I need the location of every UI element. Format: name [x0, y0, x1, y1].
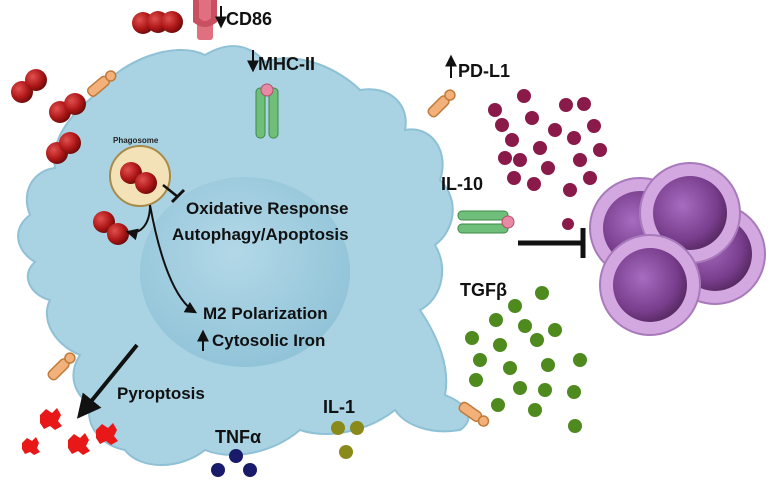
autophagy-label: Autophagy/Apoptosis	[172, 225, 349, 244]
receptor-group	[47, 70, 490, 427]
escape-arrow	[125, 204, 151, 241]
il1-label: IL-1	[323, 397, 355, 417]
pyroptosis-arrow	[76, 343, 139, 419]
iron-label: Cytosolic Iron	[212, 331, 325, 350]
pyroptosis-label: Pyroptosis	[117, 384, 205, 403]
m2-label: M2 Polarization	[203, 304, 328, 323]
phagosome-label: Phagosome	[113, 136, 159, 145]
tgfb-label: TGFβ	[460, 280, 507, 300]
oxidative-label: Oxidative Response	[186, 199, 349, 218]
tnfa-dots	[211, 449, 257, 477]
pdl1-label: PD-L1	[458, 61, 510, 81]
mhc2-label: MHC-II	[258, 54, 315, 74]
phagosome	[109, 145, 171, 207]
pyroptosis-fragments	[22, 408, 118, 455]
il10-label: IL-10	[441, 174, 483, 194]
m2-arrow	[149, 204, 198, 314]
il10-dots	[488, 89, 607, 230]
inhibit-bar-oxidative	[170, 188, 186, 204]
il10-receptor	[457, 210, 515, 234]
tcell-cluster	[589, 162, 766, 336]
il1-dots	[331, 421, 364, 459]
nucleus	[140, 177, 350, 367]
mhc2-receptor	[255, 83, 279, 139]
inhibit-line-oxidative	[162, 184, 179, 198]
tgfb-dots	[465, 286, 587, 433]
tnfa-label: TNFα	[215, 427, 261, 447]
cd86-receptor	[193, 0, 217, 40]
bacteria-group	[11, 11, 183, 245]
cd86-label: CD86	[226, 9, 272, 29]
